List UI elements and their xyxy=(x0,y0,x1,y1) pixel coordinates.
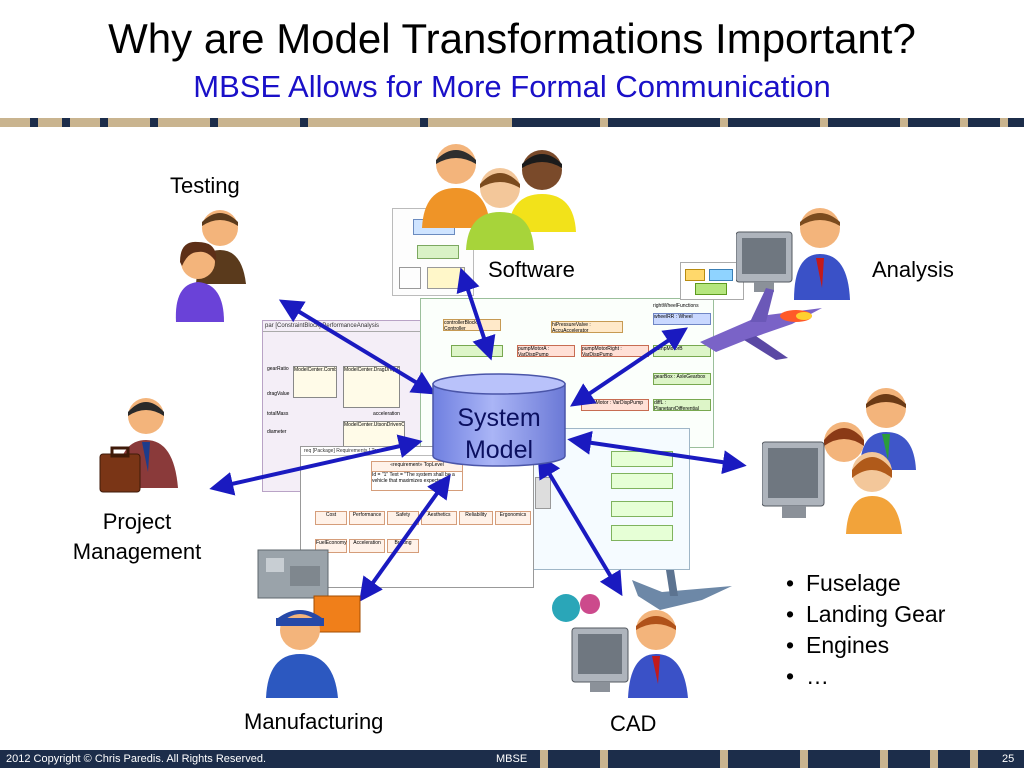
sw-block-3: rightWheelFunctions xyxy=(653,303,699,309)
footer-course: MBSE xyxy=(496,753,528,765)
label-project-line1: Project xyxy=(102,509,172,534)
arrow-right xyxy=(567,430,747,475)
arrow-project xyxy=(209,434,423,496)
analysis-port-5: acceleration xyxy=(373,411,400,417)
label-manufacturing: Manufacturing xyxy=(244,709,384,734)
team-computer-icon xyxy=(762,388,916,534)
analysis-port-4: diameter xyxy=(267,429,287,435)
arrow-testing xyxy=(278,299,437,395)
system-model-line2: Model xyxy=(464,436,534,464)
analysis-port-3: totalMass xyxy=(267,411,289,417)
label-project-line2: Management xyxy=(72,539,202,564)
footer-page-number: 25 xyxy=(1002,753,1015,765)
bullet-item: Engines xyxy=(786,630,945,661)
req-child-5: Reliability xyxy=(459,511,493,525)
arrow-cad xyxy=(537,453,623,597)
system-model-cylinder xyxy=(432,373,566,467)
bullet-item: … xyxy=(786,661,945,692)
bullet-item: Landing Gear xyxy=(786,599,945,630)
software-people-icon xyxy=(422,144,576,250)
analysis-port-2: dragValue xyxy=(267,391,290,397)
analysis-person-icon xyxy=(736,208,850,300)
label-project-management: Project Management xyxy=(62,508,212,566)
project-manager-icon xyxy=(99,398,178,493)
bullet-item: Fuselage xyxy=(786,568,945,599)
arrow-analysis xyxy=(570,327,688,407)
footer-copyright: 2012 Copyright © Chris Paredis. All Righ… xyxy=(6,753,266,765)
slide-title: Why are Model Transformations Important? xyxy=(108,15,916,62)
label-testing: Testing xyxy=(170,173,240,198)
system-model-line1: System xyxy=(457,404,541,432)
analysis-port-1: gearRatio xyxy=(267,366,289,372)
label-analysis: Analysis xyxy=(872,257,954,282)
arrow-manufacturing xyxy=(359,474,451,602)
label-cad: CAD xyxy=(610,711,657,736)
manufacturing-worker-icon xyxy=(257,549,361,698)
slide-subtitle: MBSE Allows for More Formal Communicatio… xyxy=(193,69,831,104)
analysis-thumbnail xyxy=(680,262,744,300)
jet-aircraft-image xyxy=(700,288,822,360)
cad-bullet-list: Fuselage Landing Gear Engines … xyxy=(786,568,945,692)
arrow-software xyxy=(456,267,496,361)
sw-block-4: wheelRR : Wheel xyxy=(653,313,711,325)
req-child-1: Cost xyxy=(315,511,347,525)
testing-people-icon xyxy=(175,210,246,322)
label-software: Software xyxy=(488,257,575,282)
cad-person-icon xyxy=(552,570,732,698)
req-child-6: Ergonomics xyxy=(495,511,531,525)
system-model-label: System Model xyxy=(430,402,568,466)
